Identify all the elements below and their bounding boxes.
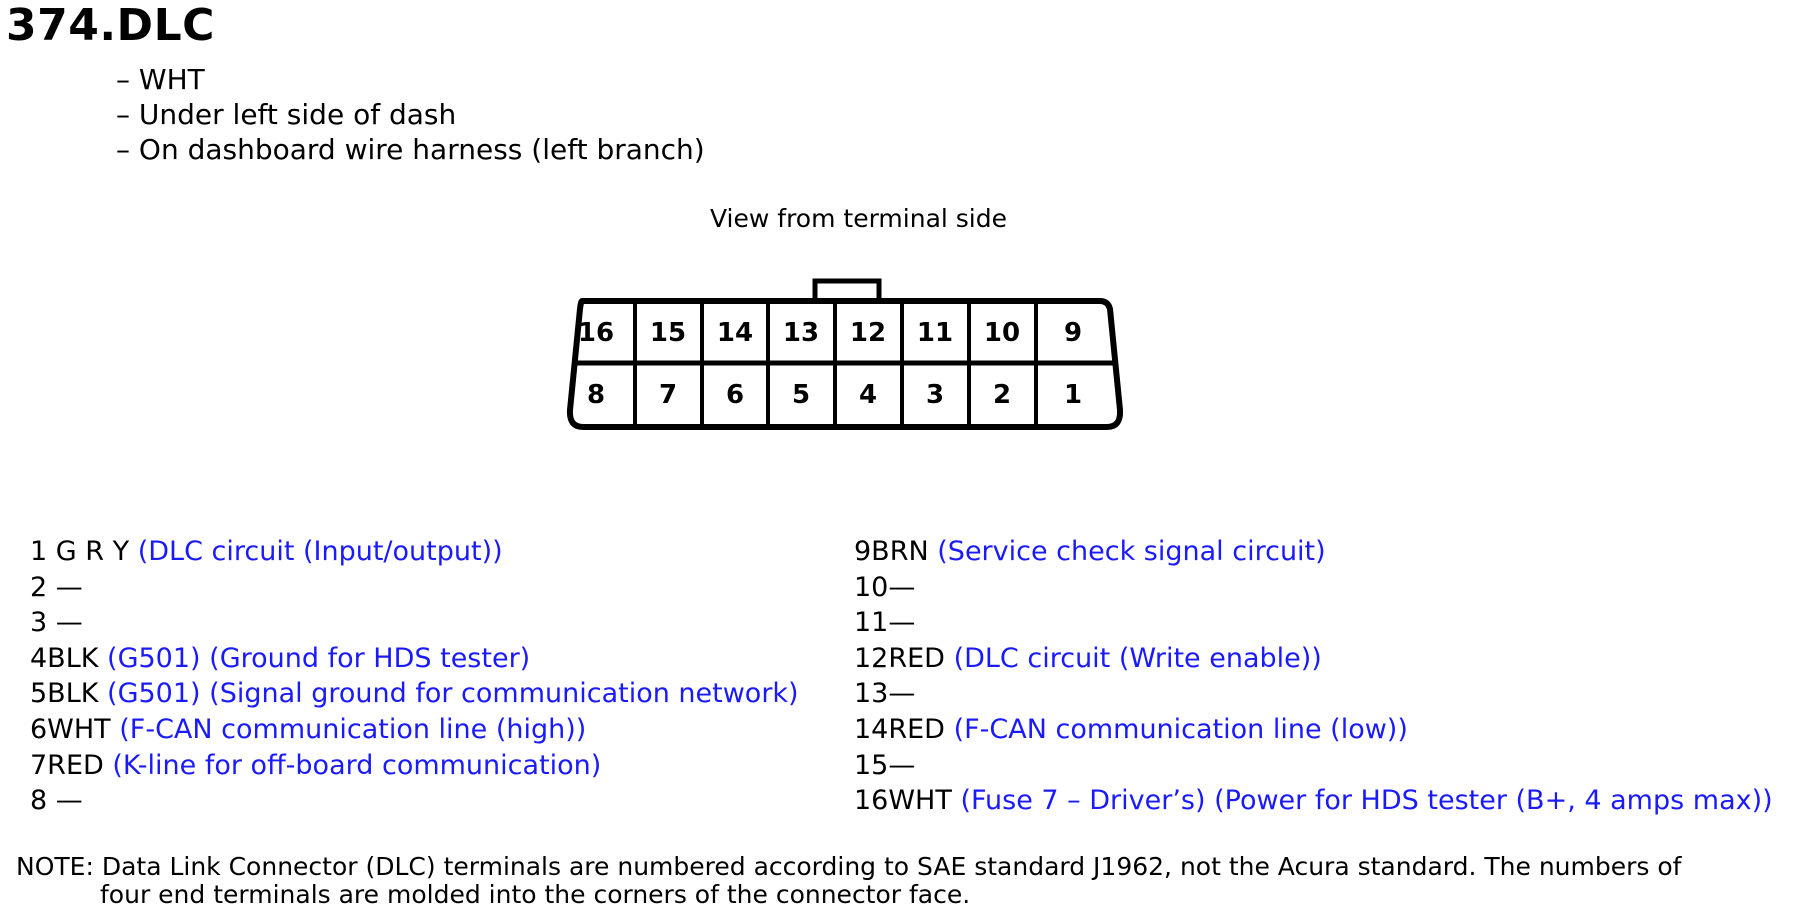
terminal-row-16: 16WHT (Fuse 7 – Driver’s) (Power for HDS… bbox=[854, 783, 1773, 819]
terminal-number-11: 11 bbox=[917, 318, 953, 348]
terminal-number-9: 9 bbox=[1064, 318, 1082, 348]
top-row-terminals: 16 15 14 13 12 11 10 9 bbox=[578, 318, 1082, 348]
note-text: NOTE: Data Link Connector (DLC) terminal… bbox=[16, 853, 1681, 909]
page-title: 374.DLC bbox=[6, 0, 215, 51]
bottom-row-terminals: 8 7 6 5 4 3 2 1 bbox=[587, 380, 1082, 410]
terminal-term: 1 G R Y bbox=[30, 536, 130, 567]
terminal-term: 12RED bbox=[854, 642, 945, 674]
cavity-dividers bbox=[633, 301, 1038, 427]
terminal-number-1: 1 bbox=[1064, 380, 1082, 410]
terminal-term: 8 — bbox=[30, 785, 83, 817]
terminal-desc: (Fuse 7 – Driver’s) (Power for HDS teste… bbox=[960, 785, 1773, 817]
terminal-number-15: 15 bbox=[650, 318, 686, 348]
terminal-term: 2 — bbox=[30, 571, 83, 603]
terminal-term: 9BRN bbox=[854, 536, 929, 567]
terminal-desc: (G501) (Ground for HDS tester) bbox=[107, 642, 531, 674]
terminal-row-10: 10— bbox=[854, 570, 1773, 606]
terminal-number-7: 7 bbox=[659, 380, 677, 410]
terminal-number-13: 13 bbox=[783, 318, 819, 348]
note-line-2: four end terminals are molded into the c… bbox=[100, 880, 971, 909]
terminal-desc: (F-CAN communication line (low)) bbox=[953, 713, 1408, 745]
terminal-row-2: 2 — bbox=[30, 570, 799, 606]
left-terminal-list: 1 G R Y (DLC circuit (Input/output)) 2 —… bbox=[30, 534, 799, 819]
terminal-number-16: 16 bbox=[578, 318, 614, 348]
connector-info-list: – WHT – Under left side of dash – On das… bbox=[116, 62, 705, 167]
terminal-desc: (F-CAN communication line (high)) bbox=[119, 713, 587, 745]
terminal-number-8: 8 bbox=[587, 380, 605, 410]
terminal-term: 7RED bbox=[30, 749, 104, 781]
terminal-number-10: 10 bbox=[984, 318, 1020, 348]
bullet-color: – WHT bbox=[116, 63, 205, 96]
terminal-row-12: 12RED (DLC circuit (Write enable)) bbox=[854, 641, 1773, 677]
terminal-number-3: 3 bbox=[926, 380, 944, 410]
terminal-desc: (K-line for off-board communication) bbox=[112, 749, 602, 781]
bullet-location: – Under left side of dash bbox=[116, 98, 457, 131]
terminal-row-15: 15— bbox=[854, 748, 1773, 784]
terminal-term: 4BLK bbox=[30, 642, 99, 674]
bullet-harness: – On dashboard wire harness (left branch… bbox=[116, 133, 705, 166]
terminal-row-4: 4BLK (G501) (Ground for HDS tester) bbox=[30, 641, 799, 677]
terminal-desc: (G501) (Signal ground for communication … bbox=[107, 678, 799, 710]
terminal-term: 6WHT bbox=[30, 713, 111, 745]
terminal-desc: (DLC circuit (Write enable)) bbox=[953, 642, 1322, 674]
note-line-1: NOTE: Data Link Connector (DLC) terminal… bbox=[16, 852, 1682, 881]
terminal-number-14: 14 bbox=[717, 318, 753, 348]
terminal-row-3: 3 — bbox=[30, 605, 799, 641]
terminal-term: 5BLK bbox=[30, 678, 99, 710]
terminal-desc: (DLC circuit (Input/output)) bbox=[137, 536, 503, 567]
right-terminal-list: 9BRN (Service check signal circuit) 10— … bbox=[854, 534, 1773, 819]
terminal-desc: (Service check signal circuit) bbox=[937, 536, 1326, 567]
terminal-row-8: 8 — bbox=[30, 783, 799, 819]
terminal-row-13: 13— bbox=[854, 676, 1773, 712]
terminal-row-6: 6WHT (F-CAN communication line (high)) bbox=[30, 712, 799, 748]
terminal-row-1: 1 G R Y (DLC circuit (Input/output)) bbox=[30, 534, 799, 570]
terminal-number-12: 12 bbox=[850, 318, 886, 348]
terminal-number-4: 4 bbox=[859, 380, 877, 410]
terminal-number-2: 2 bbox=[993, 380, 1011, 410]
terminal-row-5: 5BLK (G501) (Signal ground for communica… bbox=[30, 676, 799, 712]
terminal-row-14: 14RED (F-CAN communication line (low)) bbox=[854, 712, 1773, 748]
terminal-term: 10— bbox=[854, 571, 916, 603]
dlc-connector-diagram: 16 15 14 13 12 11 10 9 8 7 6 5 4 3 2 1 bbox=[566, 278, 1124, 430]
terminal-term: 3 — bbox=[30, 607, 83, 639]
view-label: View from terminal side bbox=[710, 204, 1007, 233]
terminal-row-7: 7RED (K-line for off-board communication… bbox=[30, 748, 799, 784]
terminal-number-5: 5 bbox=[792, 380, 810, 410]
terminal-term: 16WHT bbox=[854, 785, 952, 817]
terminal-term: 15— bbox=[854, 749, 916, 781]
terminal-row-9: 9BRN (Service check signal circuit) bbox=[854, 534, 1773, 570]
terminal-term: 13— bbox=[854, 678, 916, 710]
terminal-number-6: 6 bbox=[726, 380, 744, 410]
terminal-term: 14RED bbox=[854, 713, 945, 745]
terminal-row-11: 11— bbox=[854, 605, 1773, 641]
terminal-term: 11— bbox=[854, 607, 916, 639]
